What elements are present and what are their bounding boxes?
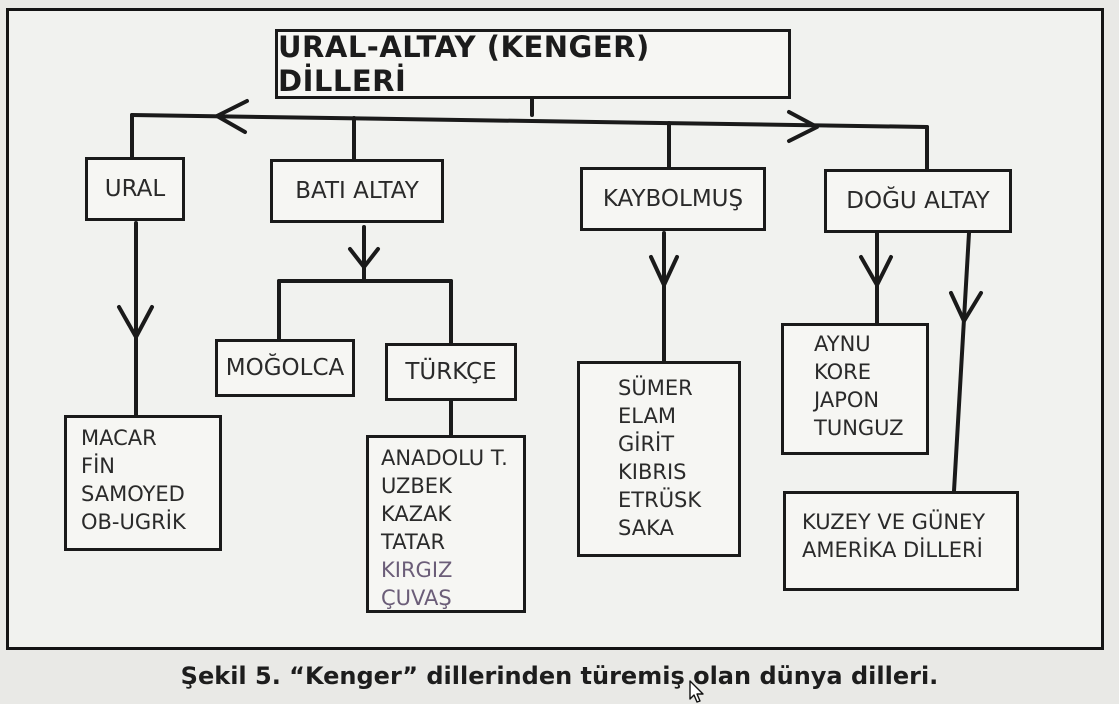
list-item: SAKA xyxy=(618,516,674,540)
list-item: SAMOYED xyxy=(81,482,185,506)
turkce-box: TÜRKÇE xyxy=(385,343,517,401)
ural-languages-list: MACAR FİN SAMOYED OB-UGRİK xyxy=(64,415,222,551)
mogolca-label: MOĞOLCA xyxy=(225,355,345,381)
americas-languages-list: KUZEY VE GÜNEY AMERİKA DİLLERİ xyxy=(783,491,1019,591)
list-item: AYNU xyxy=(814,332,871,356)
bati-altay-arrow xyxy=(348,247,380,269)
list-item: TUNGUZ xyxy=(814,416,904,440)
list-item: ANADOLU T. xyxy=(381,446,508,470)
list-item: KUZEY VE GÜNEY xyxy=(802,510,986,534)
list-item: MACAR xyxy=(81,426,157,450)
branch-bati-altay-label: BATI ALTAY xyxy=(295,178,419,204)
list-item: GİRİT xyxy=(618,432,675,456)
turkce-label: TÜRKÇE xyxy=(405,359,497,385)
list-item: AMERİKA DİLLERİ xyxy=(802,538,983,562)
mouse-pointer-icon xyxy=(689,680,704,703)
figure-caption: Şekil 5. “Kenger” dillerinden türemiş ol… xyxy=(180,662,939,690)
branch-bati-altay-box: BATI ALTAY xyxy=(270,159,444,223)
branch-kaybolmus-label: KAYBOLMUŞ xyxy=(602,186,744,212)
list-item: ETRÜSK xyxy=(618,488,702,512)
dogu-to-aynu-arrow xyxy=(859,255,893,287)
list-item: ELAM xyxy=(618,404,676,428)
branch-dogu-altay-label: DOĞU ALTAY xyxy=(846,188,990,214)
list-item: FİN xyxy=(81,454,115,478)
branch-dogu-altay-box: DOĞU ALTAY xyxy=(824,169,1012,233)
east-asian-languages-list: AYNU KORE JAPON TUNGUZ xyxy=(781,323,929,455)
branch-ural-label: URAL xyxy=(104,176,166,202)
dogu-to-kuzey-line xyxy=(952,231,971,493)
list-item: JAPON xyxy=(814,388,880,412)
connector-lines xyxy=(117,95,983,493)
list-item: KIRGIZ xyxy=(381,558,453,582)
diagram-frame: URAL-ALTAY (KENGER) DİLLERİ URAL BATI AL… xyxy=(6,8,1104,650)
main-bar-left-arrow xyxy=(215,99,249,134)
ural-arrow xyxy=(117,305,154,339)
title-box: URAL-ALTAY (KENGER) DİLLERİ xyxy=(275,29,791,99)
list-item: KIBRIS xyxy=(618,460,687,484)
title-text: URAL-ALTAY (KENGER) DİLLERİ xyxy=(278,30,650,98)
list-item: ÇUVAŞ xyxy=(381,586,452,610)
list-item: OB-UGRİK xyxy=(81,510,186,534)
list-item: SÜMER xyxy=(618,376,693,400)
lost-languages-list: SÜMER ELAM GİRİT KIBRIS ETRÜSK SAKA xyxy=(577,361,741,557)
list-item: KAZAK xyxy=(381,502,452,526)
main-bar-right-arrow xyxy=(787,110,819,143)
turkic-languages-list: ANADOLU T. UZBEK KAZAK TATAR KIRGIZ ÇUVA… xyxy=(366,435,526,613)
list-item: TATAR xyxy=(381,530,446,554)
kaybolmus-arrow xyxy=(649,255,679,287)
branch-ural-box: URAL xyxy=(85,157,185,221)
main-bar-line xyxy=(130,113,929,129)
list-item: KORE xyxy=(814,360,872,384)
mogolca-box: MOĞOLCA xyxy=(215,339,355,397)
list-item: UZBEK xyxy=(381,474,452,498)
dogu-to-kuzey-arrow xyxy=(949,291,983,323)
branch-kaybolmus-box: KAYBOLMUŞ xyxy=(580,167,766,231)
